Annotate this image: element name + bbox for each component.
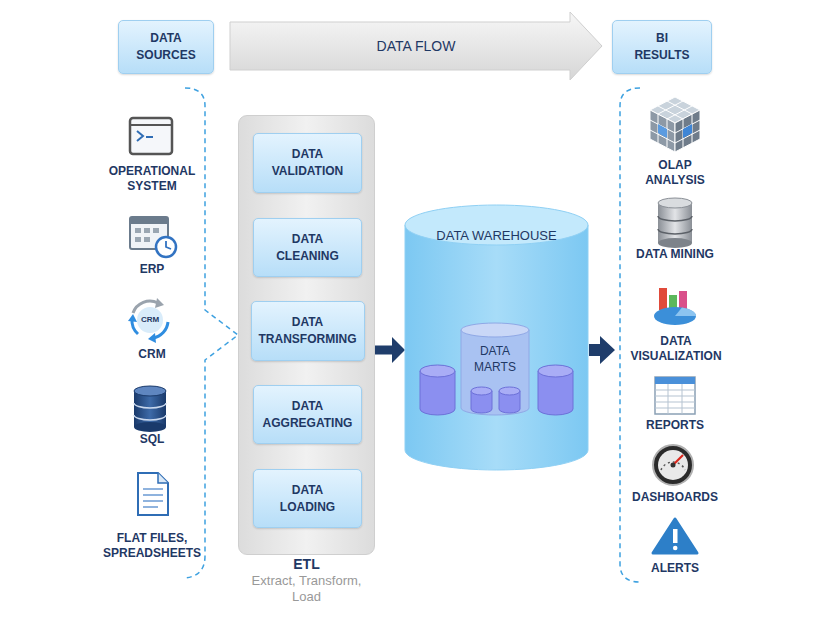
storage-icon [658, 198, 692, 248]
flow-arrow: DATA FLOW [230, 12, 602, 80]
node-label: DATA LOADING [280, 482, 335, 516]
process-box: DATA TRANSFORMING [251, 301, 365, 361]
item-label: FLAT FILES, SPREADSHEETS [96, 531, 208, 561]
node-label: DATA CLEANING [276, 231, 339, 265]
header-box: DATA SOURCES [118, 20, 214, 74]
source-bracket [185, 88, 238, 578]
flow-arrow [589, 336, 615, 364]
item-label: OPERATIONAL SYSTEM [96, 164, 208, 194]
item-label: SQL [122, 432, 182, 447]
item-label: CRM [122, 347, 182, 362]
gauge-icon [653, 445, 693, 485]
terminal-icon [130, 118, 172, 154]
item-label: REPORTS [630, 418, 720, 433]
node-label: DATA WAREHOUSE [436, 227, 556, 244]
header-box: BI RESULTS [612, 20, 712, 74]
node-label: DATA VALIDATION [272, 146, 344, 180]
cycle-icon [128, 298, 168, 343]
table-icon [655, 377, 695, 414]
icon-text: CRM [135, 315, 165, 325]
process-box: DATA LOADING [253, 469, 362, 528]
document-icon [138, 473, 168, 515]
item-label: DATA VISUALIZATION [621, 334, 731, 364]
mart-cylinder: DATA MARTS [461, 323, 529, 415]
process-box: DATA CLEANING [253, 218, 362, 277]
node-label: DATA AGGREGATING [263, 398, 353, 432]
etl-panel: ETLExtract, Transform, LoadDATA VALIDATI… [238, 115, 375, 555]
node-label: DATA SOURCES [136, 30, 195, 64]
node-label: DATA TRANSFORMING [259, 314, 357, 348]
node-label: DATA FLOW [377, 38, 456, 55]
process-box: DATA AGGREGATING [253, 385, 362, 444]
alert-icon [653, 519, 697, 553]
item-label: DASHBOARDS [620, 490, 730, 505]
chart-icon [654, 288, 696, 325]
warehouse-cylinder: DATA WAREHOUSE DATA MARTS [405, 205, 588, 470]
cube-icon [650, 97, 700, 152]
node-label: BI RESULTS [634, 30, 689, 64]
process-box: DATA VALIDATION [253, 133, 362, 193]
item-label: ERP [122, 262, 182, 277]
result-bracket [620, 88, 640, 582]
panel-title: ETL [293, 555, 319, 573]
flow-connector [375, 346, 392, 355]
calendar-icon [130, 217, 176, 257]
item-label: ALERTS [635, 561, 715, 576]
item-label: OLAP ANALYSIS [629, 158, 721, 188]
item-label: DATA MINING [635, 247, 715, 262]
database-icon [134, 386, 166, 432]
panel-subtitle: Extract, Transform, Load [238, 573, 375, 605]
node-label: DATA MARTS [474, 343, 516, 375]
